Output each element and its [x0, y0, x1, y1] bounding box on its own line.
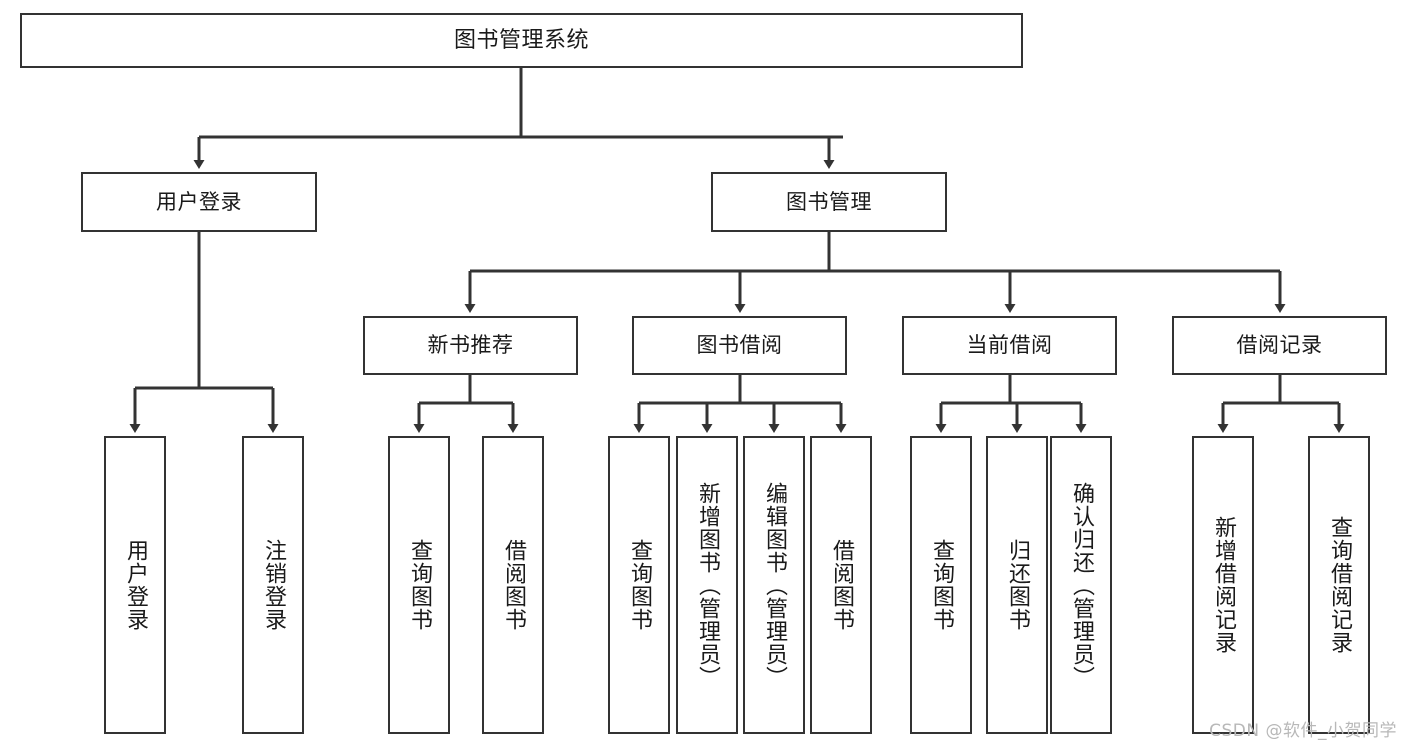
node-leaf-query-book-2-label: 查询图书	[626, 539, 652, 631]
node-leaf-add-book-label: 新增图书（管理员）	[694, 481, 720, 689]
node-new-book-recommend[interactable]: 新书推荐	[363, 316, 578, 375]
node-borrow-record-label: 借阅记录	[1236, 333, 1323, 358]
node-borrow-record[interactable]: 借阅记录	[1172, 316, 1387, 375]
node-leaf-query-book-1-label: 查询图书	[406, 539, 432, 631]
watermark: CSDN @软件_小贺同学	[1209, 721, 1397, 741]
node-leaf-edit-book-label: 编辑图书（管理员）	[761, 481, 787, 689]
node-book-borrow[interactable]: 图书借阅	[632, 316, 847, 375]
node-leaf-borrow-book-2-label: 借阅图书	[828, 539, 854, 631]
node-current-borrow-label: 当前借阅	[966, 333, 1053, 358]
node-root[interactable]: 图书管理系统	[20, 13, 1023, 68]
node-leaf-query-book-2[interactable]: 查询图书	[608, 436, 670, 734]
node-leaf-borrow-book-1[interactable]: 借阅图书	[482, 436, 544, 734]
node-book-management[interactable]: 图书管理	[711, 172, 947, 232]
node-leaf-return-book[interactable]: 归还图书	[986, 436, 1048, 734]
node-leaf-return-book-label: 归还图书	[1004, 539, 1030, 631]
node-leaf-logout-label: 注销登录	[260, 539, 286, 631]
node-leaf-logout[interactable]: 注销登录	[242, 436, 304, 734]
node-leaf-confirm-return-label: 确认归还（管理员）	[1068, 481, 1094, 689]
node-new-book-recommend-label: 新书推荐	[427, 333, 514, 358]
node-leaf-add-record[interactable]: 新增借阅记录	[1192, 436, 1254, 734]
node-leaf-query-book-3[interactable]: 查询图书	[910, 436, 972, 734]
node-leaf-borrow-book-1-label: 借阅图书	[500, 539, 526, 631]
node-leaf-user-login[interactable]: 用户登录	[104, 436, 166, 734]
node-current-borrow[interactable]: 当前借阅	[902, 316, 1117, 375]
node-leaf-query-book-3-label: 查询图书	[928, 539, 954, 631]
node-leaf-add-record-label: 新增借阅记录	[1210, 516, 1236, 654]
node-leaf-query-book-1[interactable]: 查询图书	[388, 436, 450, 734]
node-user-login-label: 用户登录	[156, 189, 242, 214]
node-book-borrow-label: 图书借阅	[696, 333, 783, 358]
node-leaf-edit-book[interactable]: 编辑图书（管理员）	[743, 436, 805, 734]
node-leaf-borrow-book-2[interactable]: 借阅图书	[810, 436, 872, 734]
node-root-label: 图书管理系统	[453, 27, 589, 53]
node-leaf-query-record[interactable]: 查询借阅记录	[1308, 436, 1370, 734]
node-leaf-user-login-label: 用户登录	[122, 539, 148, 631]
node-leaf-add-book[interactable]: 新增图书（管理员）	[676, 436, 738, 734]
node-book-management-label: 图书管理	[786, 189, 872, 214]
node-leaf-query-record-label: 查询借阅记录	[1326, 516, 1352, 654]
node-leaf-confirm-return[interactable]: 确认归还（管理员）	[1050, 436, 1112, 734]
node-user-login[interactable]: 用户登录	[81, 172, 317, 232]
